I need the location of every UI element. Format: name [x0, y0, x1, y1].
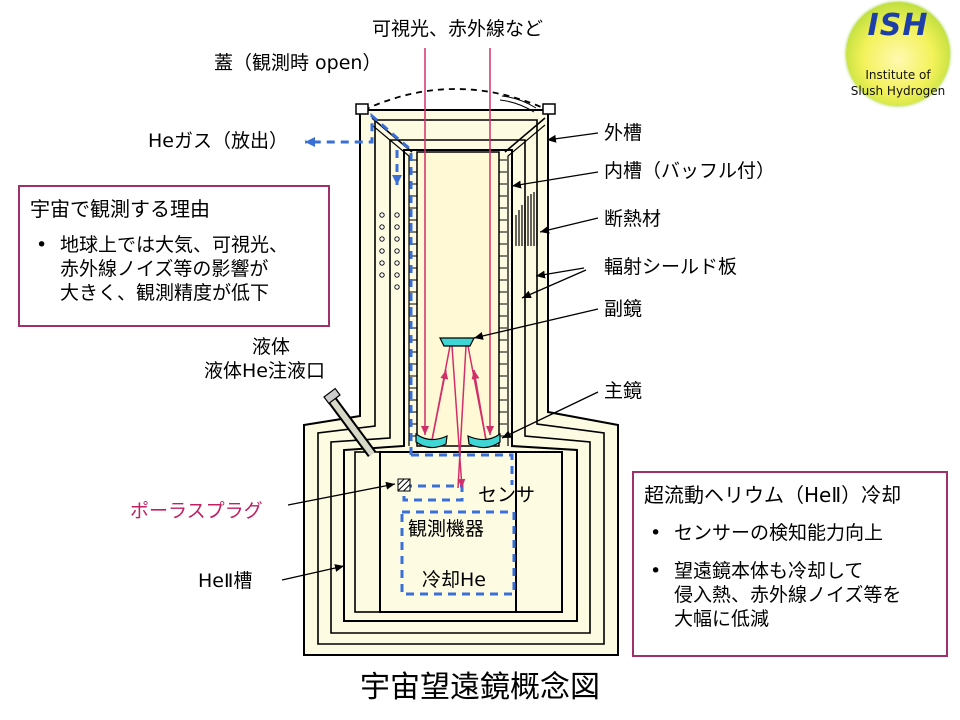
he-inlet-pipe — [323, 387, 377, 457]
arrow-insulation — [539, 217, 599, 234]
instrument-cooling-box — [400, 510, 516, 596]
ish-logo: ISH Institute of Slush Hydrogen — [846, 2, 950, 106]
arrow-primary — [501, 391, 599, 439]
primary-mirror-right — [467, 432, 501, 449]
cooling-item-cont: 大幅に低減 — [674, 608, 770, 630]
logo-line2: Slush Hydrogen — [850, 84, 946, 98]
arrow-inner-tank — [511, 171, 599, 189]
cooling-item-cont: 侵入熱、赤外線ノイズ等を — [674, 584, 902, 606]
cooling-box-title: 超流動ヘリウム（HeⅡ）冷却 — [644, 483, 902, 507]
porous-plug — [397, 478, 411, 492]
reason-item: 地球上では大気、可視光、 — [28, 233, 320, 257]
logo-abbr: ISH — [867, 8, 929, 43]
porous-plug-label: ポーラスプラグ — [130, 500, 263, 522]
primary-mirror-label: 主鏡 — [604, 380, 643, 402]
cooling-label: 冷却He — [422, 569, 486, 591]
insulation-stripes — [515, 190, 538, 246]
arrow-shield-1 — [535, 267, 585, 279]
arrow-outer-tank — [546, 132, 599, 143]
light-rays — [421, 48, 494, 489]
inner-tank-label: 内槽（バッフル付） — [604, 160, 776, 182]
lid-label: 蓋（観測時 open） — [214, 52, 382, 74]
instrument-label: 観測機器 — [408, 518, 485, 540]
lid-hinge-left — [355, 103, 369, 115]
cooling-item: センサーの検知能力向上 — [642, 521, 938, 545]
arrow-secondary — [473, 308, 599, 340]
he2-tank-label: HeⅡ槽 — [198, 570, 253, 592]
outer-tank-label: 外槽 — [604, 122, 643, 144]
he-gas-path — [305, 112, 413, 455]
lid-hinge-right — [542, 103, 556, 115]
cooling-item: 望遠鏡本体も冷却して — [642, 559, 938, 583]
inlet-label: 液体He注液口 — [204, 360, 325, 382]
radiation-shield-label: 輻射シールド板 — [604, 256, 738, 278]
secondary-mirror-label: 副鏡 — [604, 298, 643, 320]
reason-item-cont: 大きく、観測精度が低下 — [60, 282, 270, 304]
leader-lines — [281, 132, 599, 581]
arrow-porous-plug — [287, 481, 396, 506]
liquid-label: 液体 — [252, 336, 291, 358]
reason-box-title: 宇宙で観測する理由 — [30, 197, 210, 221]
cooling-box-list: センサーの検知能力向上 望遠鏡本体も冷却して 侵入熱、赤外線ノイズ等を 大幅に低… — [642, 521, 938, 631]
telescope-bore — [416, 151, 500, 447]
cooling-box: 超流動ヘリウム（HeⅡ）冷却 センサーの検知能力向上 望遠鏡本体も冷却して 侵入… — [632, 471, 948, 657]
arrow-he2 — [281, 564, 345, 581]
light-label: 可視光、赤外線など — [372, 18, 544, 40]
reason-item-cont: 赤外線ノイズ等の影響が — [60, 258, 269, 280]
reason-box: 宇宙で観測する理由 地球上では大気、可視光、 赤外線ノイズ等の影響が 大きく、観… — [18, 185, 330, 327]
logo-line1: Institute of — [865, 68, 931, 82]
reason-box-list: 地球上では大気、可視光、 赤外線ノイズ等の影響が 大きく、観測精度が低下 — [28, 233, 320, 305]
lid-arc — [363, 88, 549, 111]
sensor-label: センサ — [478, 484, 536, 506]
secondary-mirror — [439, 337, 475, 347]
diagram-title: 宇宙望遠鏡概念図 — [360, 670, 600, 705]
primary-mirror-left — [415, 432, 448, 449]
insulation-label: 断熱材 — [604, 208, 662, 230]
sensor-line-box — [402, 484, 464, 502]
shield-circles — [379, 212, 400, 290]
he-gas-label: Heガス（放出） — [148, 130, 288, 152]
arrow-shield-2 — [521, 269, 587, 299]
